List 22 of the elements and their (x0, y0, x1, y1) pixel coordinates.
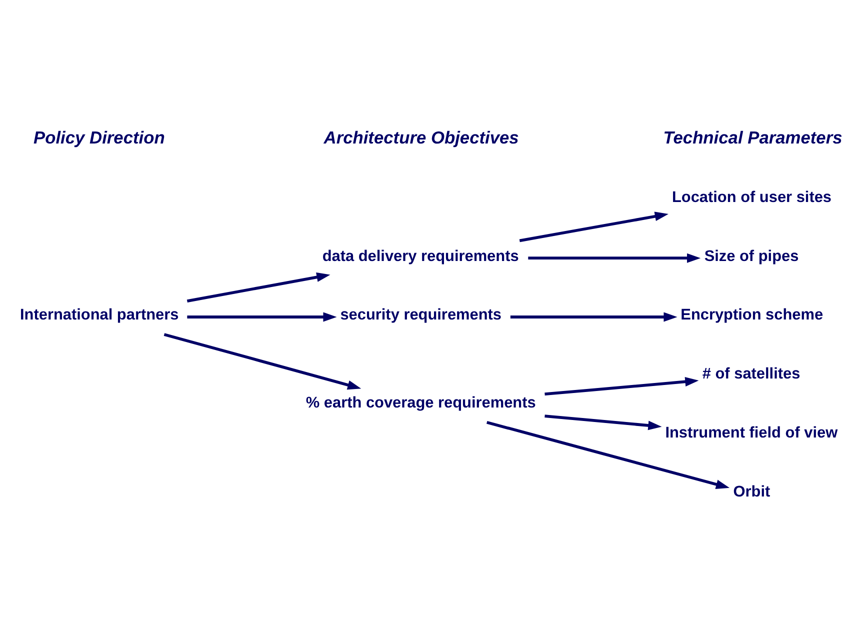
node-text: Instrument field of view (665, 424, 838, 442)
label: Technical Parameters (663, 128, 842, 148)
label: Architecture Objectives (324, 128, 519, 148)
node-text: Location of user sites (672, 188, 832, 206)
node-text: data delivery requirements (322, 248, 519, 265)
node-text: Encryption scheme (680, 306, 824, 324)
arrow (164, 333, 362, 390)
arrow (528, 253, 701, 263)
node-text: Orbit (733, 483, 770, 500)
node-text: security requirements (340, 306, 502, 324)
arrow (486, 420, 730, 489)
arrow (544, 414, 662, 430)
node-text: Size of pipes (704, 248, 799, 265)
arrow (510, 312, 678, 322)
node-text: % earth coverage requirements (306, 394, 536, 412)
node-text: International partners (20, 306, 179, 324)
arrow (519, 212, 668, 242)
arrow (544, 377, 699, 396)
label: Policy Direction (34, 128, 165, 148)
arrow (186, 272, 330, 302)
node-text: # of satellites (702, 366, 800, 383)
arrow (187, 312, 337, 322)
